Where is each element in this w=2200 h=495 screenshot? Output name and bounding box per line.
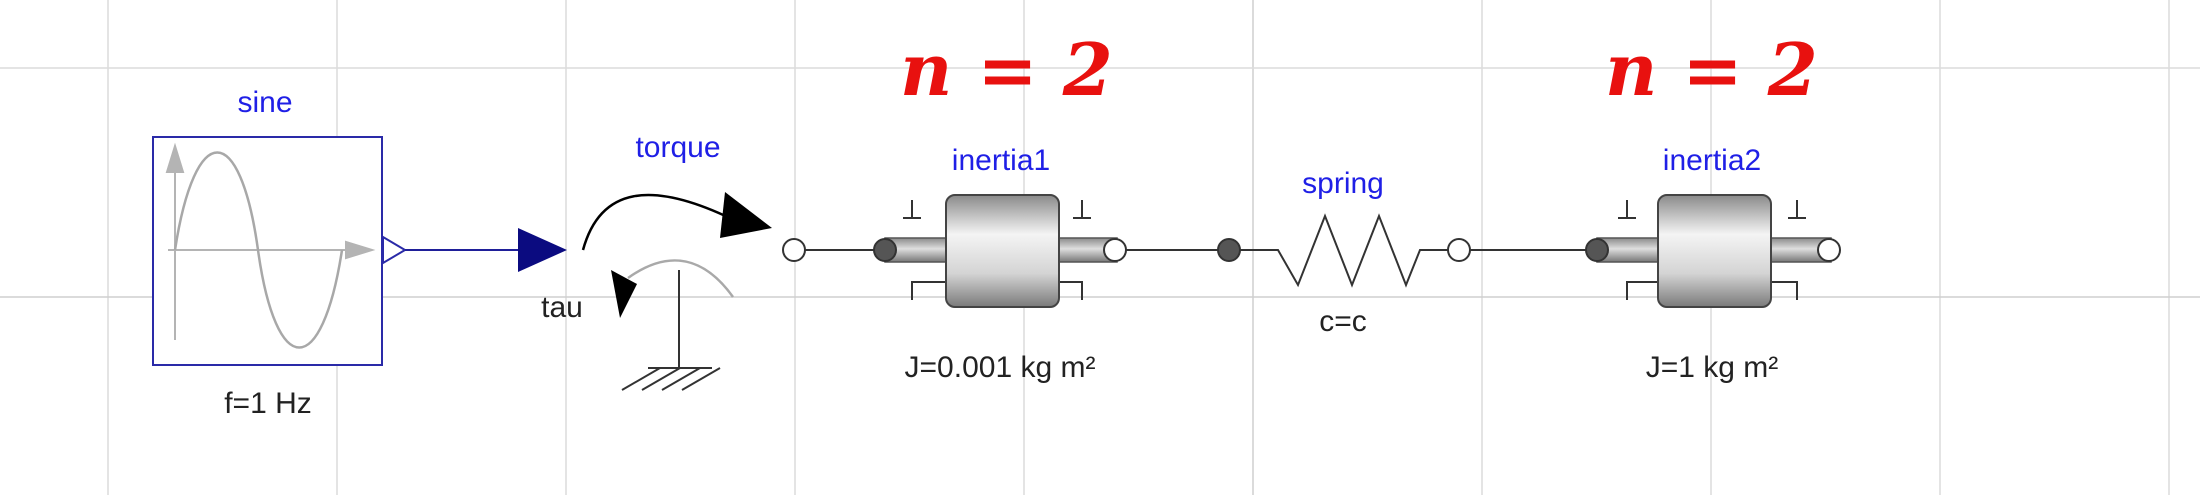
torque-arrow-curve	[581, 193, 739, 251]
inertia2-block[interactable]: inertia2 J=1 kg m²	[1585, 144, 1841, 384]
torque-input-port[interactable]	[518, 228, 567, 272]
spring-block[interactable]: spring c=c	[1217, 167, 1471, 338]
spring-name-label: spring	[1302, 167, 1384, 200]
inertia1-block[interactable]: inertia1 J=0.001 kg m²	[873, 144, 1127, 384]
spring-flange-a[interactable]	[1217, 238, 1241, 262]
torque-block[interactable]: torque tau	[518, 131, 772, 391]
sine-output-port[interactable]	[382, 235, 407, 265]
sine-axes-icon	[165, 142, 376, 340]
inertia1-bearing-marks	[903, 200, 1091, 300]
torque-name-label: torque	[635, 131, 720, 164]
inertia2-name-label: inertia2	[1663, 144, 1761, 177]
inertia2-cylinder	[1657, 194, 1772, 308]
sine-param-label: f=1 Hz	[224, 387, 312, 420]
sine-wave-icon	[173, 151, 344, 349]
torque-reaction-arrow-head	[611, 270, 637, 318]
inertia2-param-label: J=1 kg m²	[1646, 351, 1779, 384]
spring-flange-b[interactable]	[1447, 238, 1471, 262]
torque-reaction-curve	[627, 259, 735, 298]
torque-ground-hatch	[621, 367, 721, 391]
inertia2-flange-b[interactable]	[1817, 238, 1841, 262]
inertia2-bearing-marks	[1618, 200, 1806, 300]
inertia1-param-label: J=0.001 kg m²	[905, 351, 1096, 384]
sine-name-label: sine	[237, 86, 292, 119]
inertia1-flange-b[interactable]	[1103, 238, 1127, 262]
inertia1-name-label: inertia1	[952, 144, 1050, 177]
torque-input-label: tau	[541, 291, 583, 324]
sine-block[interactable]: sine f=1 Hz	[152, 86, 407, 420]
torque-flange-port[interactable]	[782, 238, 806, 262]
inertia1-flange-a[interactable]	[873, 238, 897, 262]
inertia2-flange-a[interactable]	[1585, 238, 1609, 262]
annotation-n-left: n = 2	[900, 27, 1113, 112]
inertia1-cylinder	[945, 194, 1060, 308]
spring-zigzag	[1240, 213, 1448, 288]
spring-param-label: c=c	[1319, 305, 1367, 338]
torque-arrow-head	[720, 192, 772, 238]
annotation-n-right: n = 2	[1605, 27, 1818, 112]
